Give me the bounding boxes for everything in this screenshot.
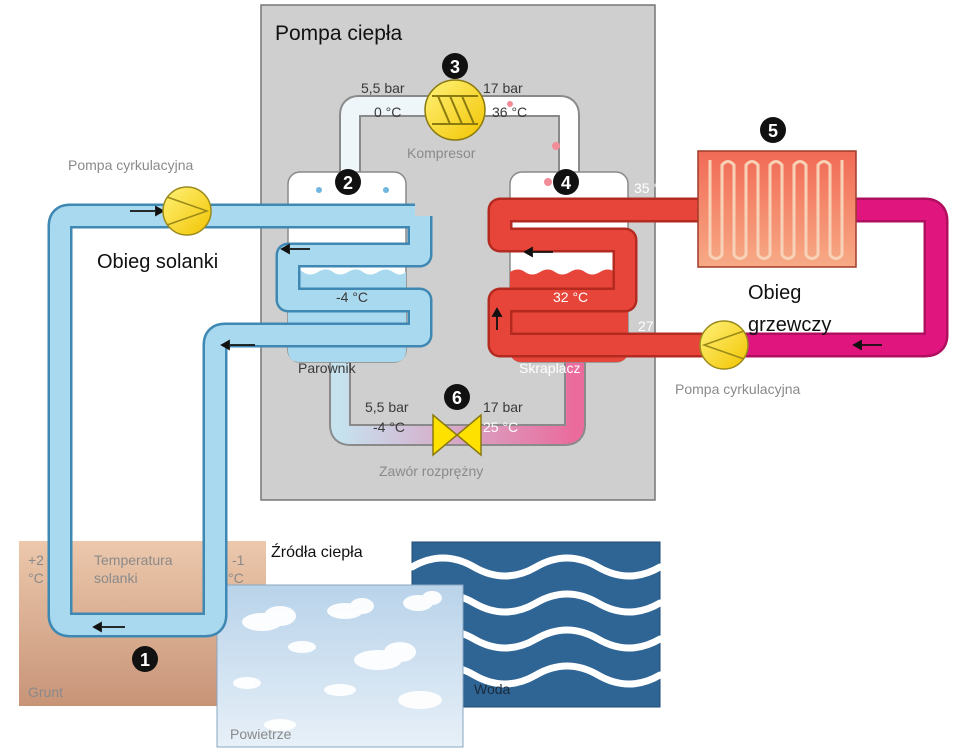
condenser-label: Skraplacz (519, 360, 580, 376)
badge-4-number: 4 (561, 173, 571, 193)
compressor-right-temp: 36 °C (492, 104, 527, 120)
compressor-icon[interactable] (424, 79, 486, 141)
air-label: Powietrze (230, 726, 292, 742)
badge-2 (335, 169, 361, 195)
valve-right-temp: 25 °C (483, 419, 518, 435)
ground-inlet-temp-1: +2 (28, 552, 44, 568)
badge-3 (442, 53, 468, 79)
badge-1 (132, 646, 158, 672)
badge-6 (444, 384, 470, 410)
compressor-label: Kompresor (407, 145, 476, 161)
brine-temp-label-2: solanki (94, 570, 138, 586)
brine-pipe (47, 203, 433, 638)
heating-circuit-label-1: Obieg (748, 282, 801, 304)
valve-left-temp: -4 °C (373, 419, 405, 435)
radiator (697, 150, 857, 268)
brine-temp-label-1: Temperatura (94, 552, 173, 568)
evaporator-temp: -4 °C (336, 289, 368, 305)
valve-left-pressure: 5,5 bar (365, 399, 409, 415)
badge-6-number: 6 (452, 388, 462, 408)
condenser-temp: 32 °C (553, 289, 588, 305)
heating-pipe (487, 197, 949, 358)
water-label: Woda (474, 681, 511, 697)
brine-pump-label: Pompa cyrkulacyjna (68, 157, 193, 173)
badge-5-number: 5 (768, 121, 778, 141)
valve-label: Zawór rozprężny (379, 463, 483, 479)
flow-arrows (92, 205, 882, 633)
air-panel (216, 584, 464, 748)
badge-5 (760, 117, 786, 143)
valve-right-pressure: 17 bar (483, 399, 523, 415)
cabinet-title: Pompa ciepła (275, 22, 403, 45)
heating-supply-temp: 35 °C (634, 180, 669, 196)
heating-pump-label: Pompa cyrkulacyjna (675, 381, 800, 397)
ground-outlet-temp-2: °C (228, 570, 244, 586)
heat-sources-title: Źródła ciepła (271, 542, 363, 561)
heating-pump-icon[interactable] (699, 320, 749, 370)
number-badges (132, 53, 786, 672)
heating-circuit-label-2: grzewczy (748, 314, 831, 336)
expansion-valve-icon[interactable] (432, 413, 482, 457)
compressor-right-pressure: 17 bar (483, 80, 523, 96)
badge-4 (553, 169, 579, 195)
ground-outlet-temp-1: -1 (232, 552, 245, 568)
brine-circuit-label: Obieg solanki (97, 251, 218, 273)
evaporator-label: Parownik (298, 360, 357, 376)
compressor-left-temp: 0 °C (374, 104, 401, 120)
badge-2-number: 2 (343, 173, 353, 193)
brine-pump-icon[interactable] (162, 186, 212, 236)
compressor-left-pressure: 5,5 bar (361, 80, 405, 96)
ground-label: Grunt (28, 684, 63, 700)
badge-3-number: 3 (450, 57, 460, 77)
ground-inlet-temp-2: °C (28, 570, 44, 586)
badge-1-number: 1 (140, 650, 150, 670)
heating-return-temp: 27 °C (638, 318, 673, 334)
